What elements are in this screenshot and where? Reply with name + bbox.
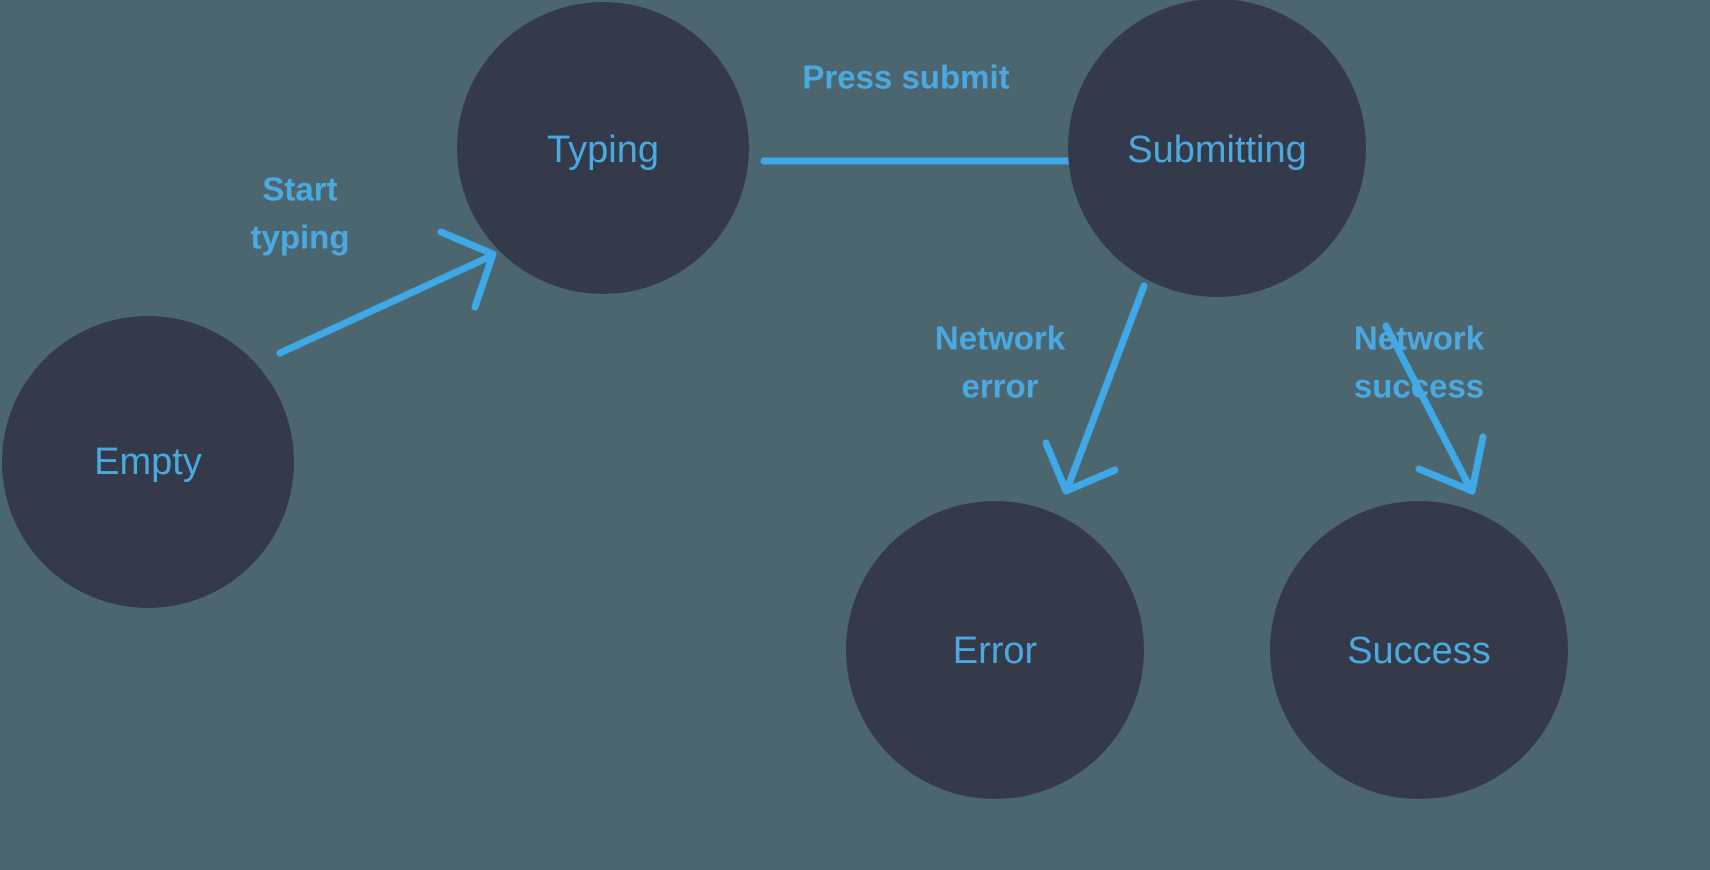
- state-circle-empty: [2, 316, 294, 608]
- state-label-typing: Typing: [547, 129, 659, 171]
- transition-label-submitting-to-success-line2: success: [1354, 368, 1484, 405]
- state-node-error[interactable]: Error: [846, 501, 1144, 799]
- state-node-typing[interactable]: Typing: [457, 2, 749, 294]
- arrowhead-icon-empty-to-typing: [437, 228, 497, 311]
- arrowhead-icon-submitting-to-success: [1415, 433, 1487, 495]
- transition-empty-to-typing[interactable]: Start typing: [251, 171, 497, 357]
- state-label-success: Success: [1347, 630, 1491, 672]
- state-node-submitting[interactable]: Submitting: [1068, 0, 1366, 297]
- transition-line-empty-to-typing: [276, 253, 493, 357]
- transition-label-empty-to-typing-line1: Start: [262, 171, 337, 208]
- transition-label-empty-to-typing-line2: typing: [251, 219, 350, 256]
- transition-label-typing-to-submitting-line1: Press submit: [802, 59, 1009, 96]
- states-layer: Empty Typing Submitting Error Success: [2, 0, 1568, 799]
- state-circle-submitting: [1068, 0, 1366, 297]
- arrowhead-icon-submitting-to-error: [1042, 439, 1119, 495]
- transition-label-submitting-to-error-line1: Network: [935, 320, 1066, 357]
- state-circle-error: [846, 501, 1144, 799]
- transition-line-submitting-to-success: [1382, 322, 1472, 488]
- transition-line-submitting-to-error: [1065, 282, 1148, 488]
- state-label-empty: Empty: [94, 441, 202, 483]
- state-circle-typing: [457, 2, 749, 294]
- state-circle-success: [1270, 501, 1568, 799]
- state-label-submitting: Submitting: [1127, 129, 1307, 171]
- transition-label-submitting-to-error-line2: error: [961, 368, 1038, 405]
- state-node-success[interactable]: Success: [1270, 501, 1568, 799]
- transition-submitting-to-error[interactable]: Network error: [935, 282, 1148, 495]
- state-node-empty[interactable]: Empty: [2, 316, 294, 608]
- state-label-error: Error: [953, 630, 1038, 672]
- transition-label-submitting-to-success-line1: Network: [1354, 320, 1485, 357]
- transition-submitting-to-success[interactable]: Network success: [1354, 320, 1487, 495]
